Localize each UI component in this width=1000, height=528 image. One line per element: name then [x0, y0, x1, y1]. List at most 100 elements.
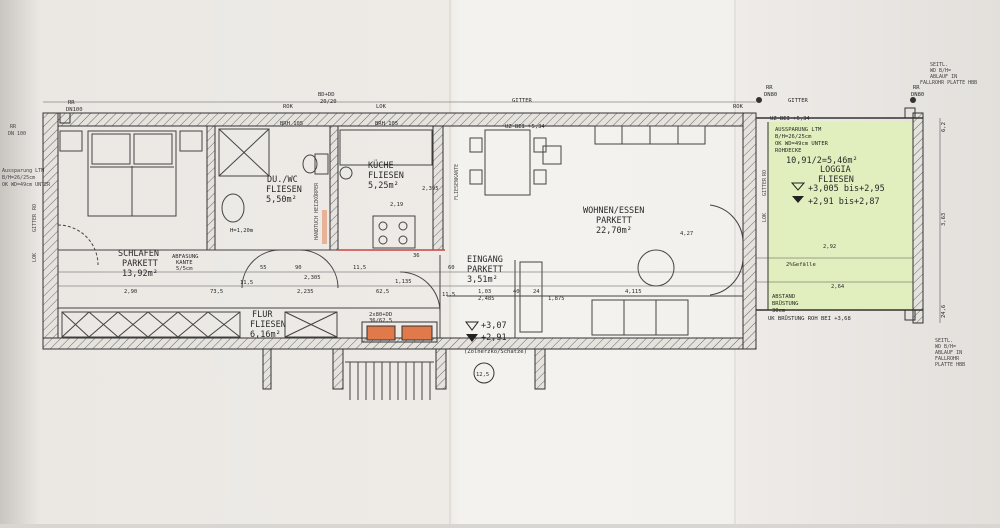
plan-label: +2,91 [481, 333, 507, 343]
side-labels: RR DN 100 Aussparung LTM B/H=26/25cm OK … [2, 124, 768, 262]
washbasin [221, 193, 245, 223]
room-name: LOGGIA [820, 165, 851, 175]
room-bad: DU./WC FLIESEN 5,50m² [266, 175, 302, 205]
plan-label: 2,305 [304, 275, 321, 281]
plan-label: ABLAUF IN [935, 350, 962, 356]
room-floor: FLIESEN [368, 171, 404, 181]
plan-label: DN80 [911, 92, 924, 98]
note-rohdecke: ROHDECKE [775, 148, 802, 154]
plan-label: BRH 105 [280, 121, 303, 127]
plan-label: PLATTE HBB [935, 362, 965, 368]
plan-label: FALLROHR PLATTE HBB [920, 80, 977, 86]
plan-label: RR [68, 100, 75, 106]
plan-label: H=1,20m [230, 228, 254, 234]
note-uk-bruestung: UK BRÜSTUNG ROH BEI +3,68 [768, 315, 851, 322]
plan-label: 4,115 [625, 289, 642, 295]
dimension-lines [43, 101, 941, 323]
plan-label: RO [762, 170, 768, 176]
plan-label: 3,63 [941, 213, 947, 226]
partitions [58, 249, 743, 338]
room-area: 22,70m² [596, 226, 632, 236]
nightstands [59, 130, 203, 152]
plan-label: RR [913, 85, 920, 91]
plan-label: 62,5 [376, 289, 389, 295]
plan-label: 24,6 [941, 305, 947, 318]
loggia-level-2: +2,91 bis+2,87 [808, 197, 880, 207]
stair-number-circle [473, 362, 495, 384]
loggia-notes: AUSSPARUNG LTM B/H=26/25cm OK WD=49cm UN… [768, 116, 885, 322]
wardrobe [61, 311, 338, 338]
plan-label: DN80 [764, 92, 777, 98]
sofa-bottom [591, 299, 689, 336]
plan-label: 5/5cm [176, 266, 193, 272]
plan-label: LOK [32, 253, 38, 262]
annotations: ABFASUNG KANTE 5/5cm H=1,20m +3,07 +2,91… [172, 164, 527, 378]
room-floor: FLIESEN [250, 320, 286, 330]
room-name: FLUR [252, 310, 273, 320]
room-floor: FLIESEN [266, 185, 302, 195]
plan-label: 11,5 [353, 265, 366, 271]
plan-label: +3,07 [481, 321, 507, 331]
plan-label: DN100 [66, 107, 83, 113]
room-kueche: KÜCHE FLIESEN 5,25m² [368, 160, 404, 191]
room-floor: PARKETT [467, 265, 503, 275]
plan-label: LOK [376, 104, 387, 110]
note-bruestung: BRÜSTUNG [772, 300, 799, 307]
plan-label: ROK [283, 104, 294, 110]
dimension-labels: 2,90 55 90 2,305 2,235 11,5 62,5 1,135 1… [124, 122, 947, 318]
room-area: 3,51m² [467, 275, 498, 285]
plan-label: RR [10, 124, 17, 130]
room-area: 13,92m² [122, 269, 158, 279]
plan-label: B/H=26/25cm [2, 175, 35, 181]
plan-label: FLIESENKANTE [454, 164, 460, 200]
doors [57, 204, 744, 313]
room-area: 6,16m² [250, 330, 281, 340]
plan-label: 2,64 [831, 284, 845, 290]
plan-label: WD B/H= [930, 68, 951, 74]
plan-label: FALLROHR [935, 356, 960, 362]
sofa-top [594, 125, 706, 145]
plan-label: 2,485 [478, 296, 495, 302]
plan-label: (Zolnerzko/Schatze) [464, 349, 527, 355]
room-name: SCHLAFEN [118, 249, 159, 259]
plan-label: 55 [260, 265, 267, 271]
plan-label: ABLAUF IN [930, 74, 957, 80]
plan-label: 73,5 [210, 289, 223, 295]
level-markers [465, 182, 806, 342]
plan-label: 2,395 [422, 186, 439, 192]
walls [42, 112, 924, 390]
note-aussparung: AUSSPARUNG LTM [775, 127, 822, 133]
kitchen-counter [339, 129, 433, 249]
plan-label: 40 [513, 289, 520, 295]
plan-label: 2,92 [823, 244, 836, 250]
plan-label: Aussparung LTM [2, 168, 44, 174]
plan-label: 2,235 [297, 289, 314, 295]
plan-label: GITTER [762, 177, 768, 196]
plan-label: BRH 105 [375, 121, 398, 127]
plan-label: GITTER [788, 98, 809, 104]
room-loggia: LOGGIA FLIESEN 10,91/2=5,46m² [786, 156, 858, 185]
plan-label: 1,03 [478, 289, 491, 295]
plan-label: 4,27 [680, 231, 693, 237]
room-name: EINGANG [467, 255, 503, 265]
plan-label: 20/20 [320, 99, 337, 105]
chimney [361, 321, 438, 343]
plan-label: 36 [413, 253, 420, 259]
shelf [519, 261, 543, 333]
plan-label: ROK [733, 104, 744, 110]
room-name: DU./WC [267, 175, 298, 185]
toilet [302, 153, 329, 175]
stairs [345, 361, 434, 400]
rain-pipes [59, 97, 916, 321]
top-labels: ROK BD+DD 20/20 LOK GITTER BRH 105 BRH 1… [66, 85, 924, 130]
room-floor: PARKETT [596, 216, 632, 226]
plan-label: KANTE [176, 260, 193, 266]
plan-label: OK WD=49cm UNTER [2, 182, 51, 188]
room-name: KÜCHE [368, 160, 394, 171]
room-floor: PARKETT [122, 259, 158, 269]
plan-label: 11,5 [442, 292, 455, 298]
plan-label: SEITL. [930, 62, 948, 68]
dining-set [469, 129, 562, 196]
